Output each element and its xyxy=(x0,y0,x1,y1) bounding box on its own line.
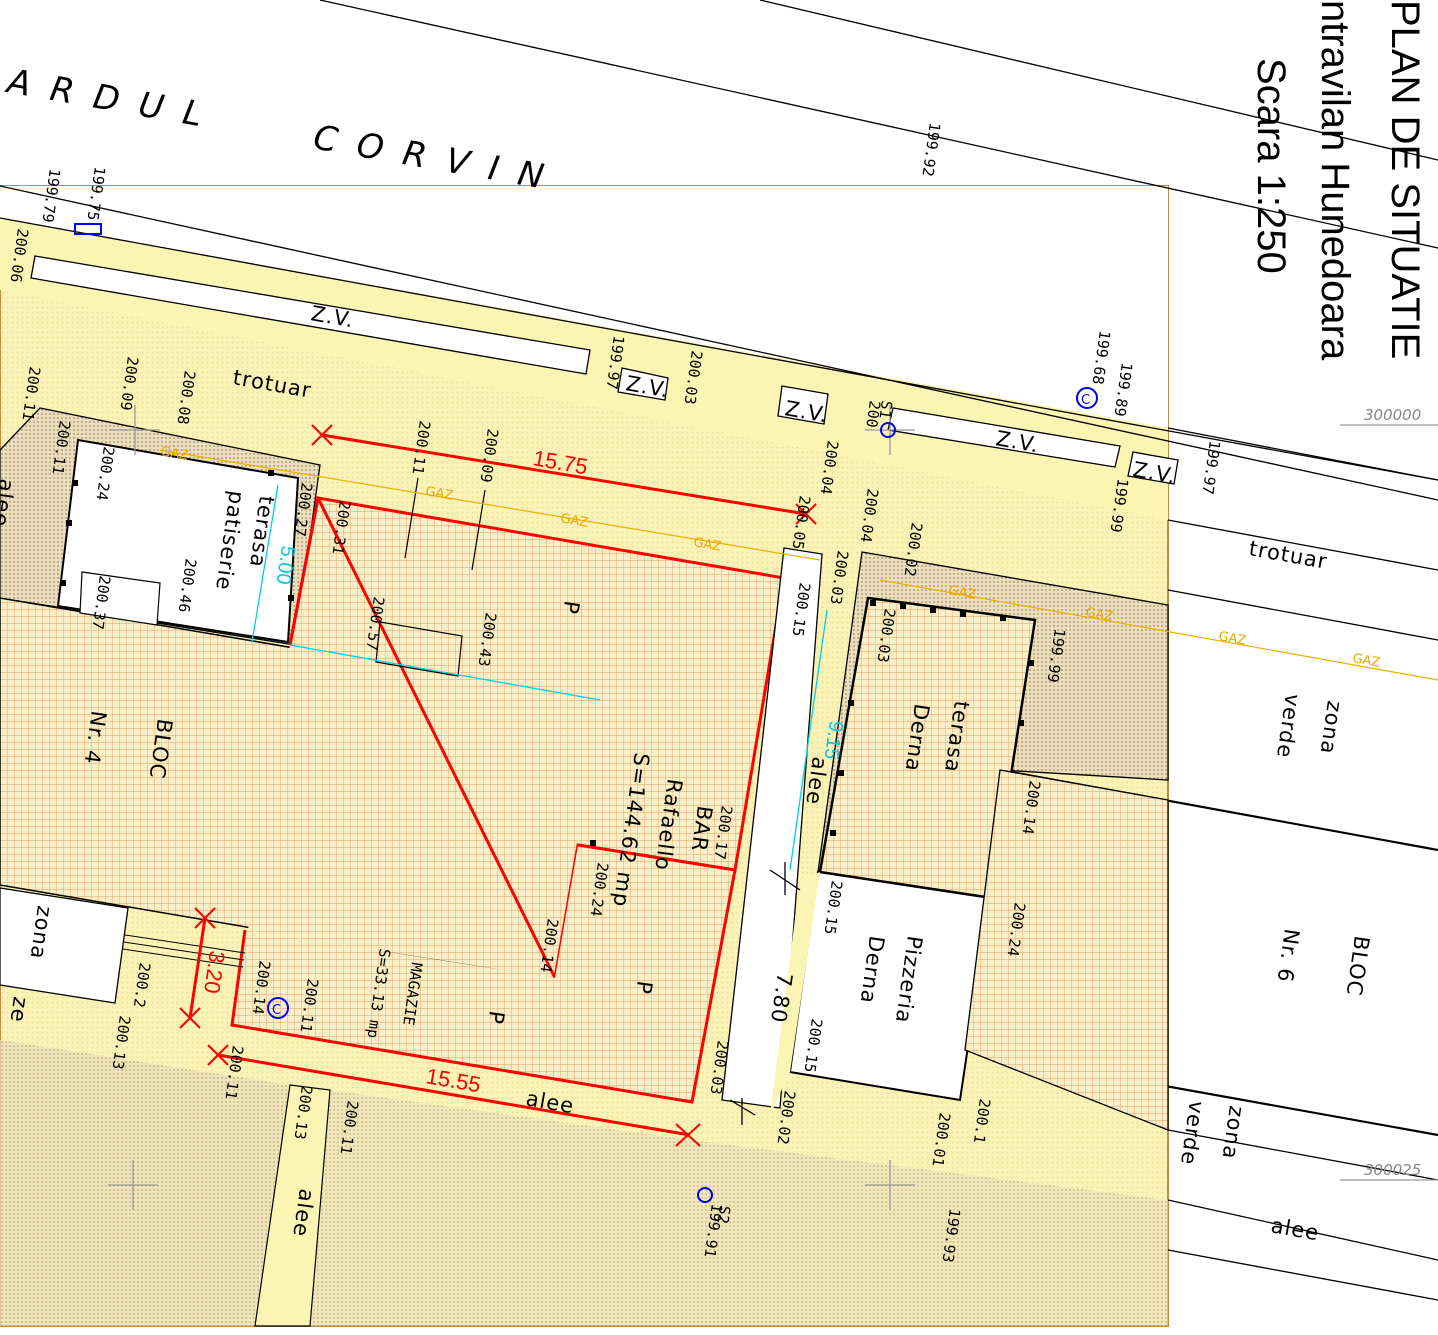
dimension-3-20: 3.20 xyxy=(199,949,230,995)
label-gaz: GAZ xyxy=(1351,651,1381,671)
svg-text:C: C xyxy=(272,1003,281,1018)
label-p: P xyxy=(483,1009,509,1026)
elevation-label: 200 xyxy=(862,399,884,428)
map-scale: Scara 1:250 xyxy=(1249,58,1293,274)
street-name-part1: ARDUL xyxy=(2,61,225,138)
label-alee: alee xyxy=(0,477,19,528)
map-subtitle: ntravilan Hunedoara xyxy=(1313,0,1357,361)
label-s1: S1 xyxy=(876,399,896,419)
label-bloc-number: Nr. 6 xyxy=(1273,927,1304,984)
label-bloc: BLOC xyxy=(1342,934,1374,997)
label-zona: zona xyxy=(1218,1104,1249,1161)
svg-text:C: C xyxy=(1081,393,1090,408)
label-gaz: GAZ xyxy=(1217,629,1247,649)
label-s2: S2 xyxy=(714,1204,734,1224)
label-gaz: GAZ xyxy=(692,535,722,555)
grid-coordinate: 300025 xyxy=(1364,1161,1421,1179)
label-gaz: GAZ xyxy=(947,583,977,603)
label-alee: alee xyxy=(1269,1213,1321,1245)
label-verde: verde xyxy=(1272,692,1305,760)
dimension-5-00: 5.00 xyxy=(272,544,299,586)
red-dimensions xyxy=(188,433,807,1137)
road-lines xyxy=(0,0,1438,1301)
gas-line xyxy=(159,449,1438,681)
label-trotuar: trotuar xyxy=(1247,536,1329,573)
label-zona: zona xyxy=(1316,699,1347,756)
dimension-9-15: 9.15 xyxy=(820,719,847,761)
elevation-label: 199.92 xyxy=(918,121,943,177)
label-gaz: GAZ xyxy=(1084,605,1114,625)
street-band xyxy=(0,186,1168,428)
label-p: P xyxy=(558,599,584,616)
label-p: P xyxy=(631,979,657,996)
label-gaz: GAZ xyxy=(559,511,589,531)
grid-coordinate: 300000 xyxy=(1364,406,1421,424)
label-gaz: GAZ xyxy=(424,484,454,504)
label-verde: verde xyxy=(1176,1099,1209,1167)
label-gaz: GAZ xyxy=(159,444,189,464)
map-title: PLAN DE SITUATIE xyxy=(1383,0,1427,359)
label-zona: ze xyxy=(5,995,32,1024)
